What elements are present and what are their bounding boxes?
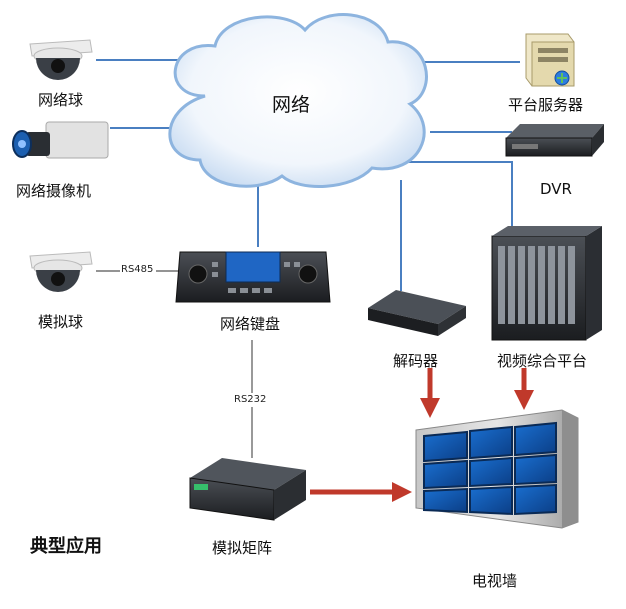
link-video-platform	[408, 161, 513, 226]
network-camera-icon	[12, 121, 109, 159]
label-network-camera: 网络摄像机	[16, 182, 92, 200]
cloud-label: 网络	[272, 94, 311, 116]
label-video-wall: 电视墙	[472, 572, 518, 590]
label-dvr: DVR	[540, 180, 572, 198]
label-analog-matrix: 模拟矩阵	[212, 539, 273, 557]
label-network-dome: 网络球	[38, 91, 84, 109]
video-wall-screens	[423, 421, 557, 516]
platform-server-icon	[525, 33, 575, 87]
diagram-caption: 典型应用	[30, 536, 102, 557]
video-wall-icon	[415, 409, 579, 529]
label-video-platform: 视频综合平台	[497, 352, 588, 370]
output-arrows	[310, 368, 534, 502]
network-cloud	[168, 13, 428, 188]
label-rs485: RS485	[121, 264, 154, 275]
label-platform-server: 平台服务器	[508, 96, 584, 114]
video-platform-icon	[491, 226, 602, 341]
analog-matrix-icon	[189, 458, 306, 521]
decoder-icon	[368, 290, 466, 336]
network-dome-icon	[29, 39, 93, 80]
label-rs232: RS232	[234, 394, 267, 405]
network-lines	[96, 59, 520, 291]
analog-dome-icon	[29, 251, 93, 292]
label-network-keyboard: 网络键盘	[220, 315, 281, 333]
network-keyboard-icon	[175, 251, 331, 303]
label-decoder: 解码器	[393, 352, 439, 370]
label-analog-dome: 模拟球	[38, 313, 84, 331]
dvr-icon	[505, 124, 604, 157]
